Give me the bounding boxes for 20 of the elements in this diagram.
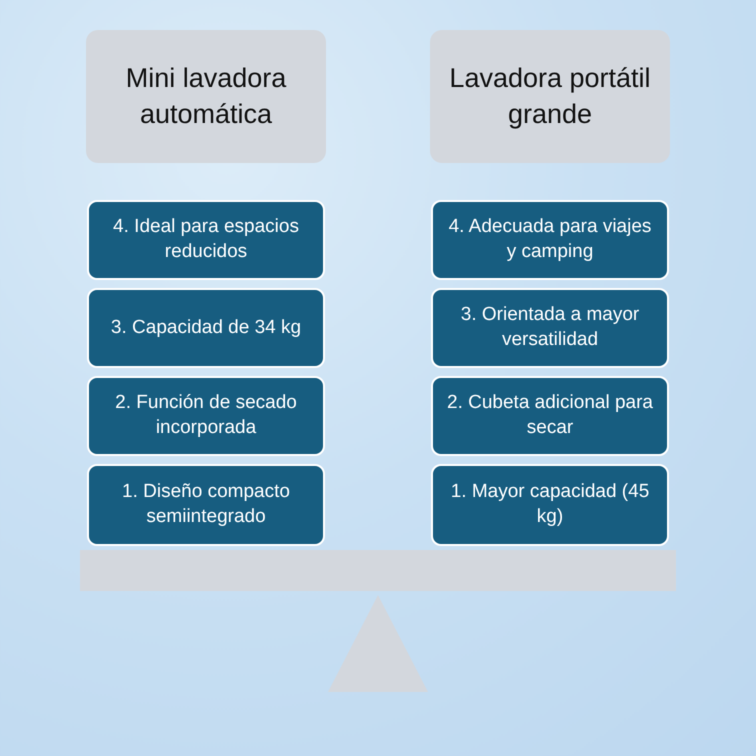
feature-box [87, 288, 325, 368]
feature-text: 3. Capacidad de 34 kg [110, 316, 302, 340]
feature-box [431, 200, 669, 280]
feature-text: 3. Orientada a mayor versatilidad [460, 303, 640, 352]
feature-text: 1. Diseño compacto semiintegrado [121, 480, 291, 529]
feature-box [87, 376, 325, 456]
feature-box [431, 376, 669, 456]
header-text: Mini lavadora automática [124, 62, 288, 130]
feature-box [431, 464, 669, 546]
feature-box [87, 200, 325, 280]
feature-text: 4. Adecuada para viajes y camping [448, 215, 652, 264]
feature-text: 2. Cubeta adicional para secar [446, 391, 654, 440]
header-box [86, 30, 326, 163]
header-text: Lavadora portátil grande [448, 62, 652, 131]
header-box [430, 30, 670, 163]
feature-box [87, 464, 325, 546]
feature-text: 1. Mayor capacidad (45 kg) [450, 480, 650, 529]
feature-text: 4. Ideal para espacios reducidos [112, 215, 300, 264]
feature-box [431, 288, 669, 368]
feature-text: 2. Función de secado incorporada [114, 391, 298, 440]
